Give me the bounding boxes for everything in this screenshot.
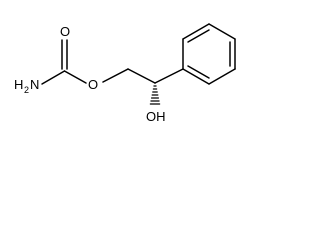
svg-text:2: 2 [24,85,29,95]
structure-diagram: O O H 2 N OH [14,23,236,124]
bond-c-n [41,70,66,85]
bond-oester-ch2 [102,68,129,83]
hashed-wedge-bond [149,85,161,105]
phenyl-ring [182,23,236,85]
hydroxyl-label: OH [146,109,166,124]
carbonyl-oxygen-label: O [60,24,70,39]
bond-ch2-cstar [127,68,156,84]
ester-oxygen-label: O [88,77,98,92]
bond-c-oester [63,70,87,84]
svg-text:H: H [14,77,23,92]
amine-label: H 2 N [14,77,39,95]
bond-cstar-phenyl [154,68,184,84]
svg-text:N: N [30,77,39,92]
